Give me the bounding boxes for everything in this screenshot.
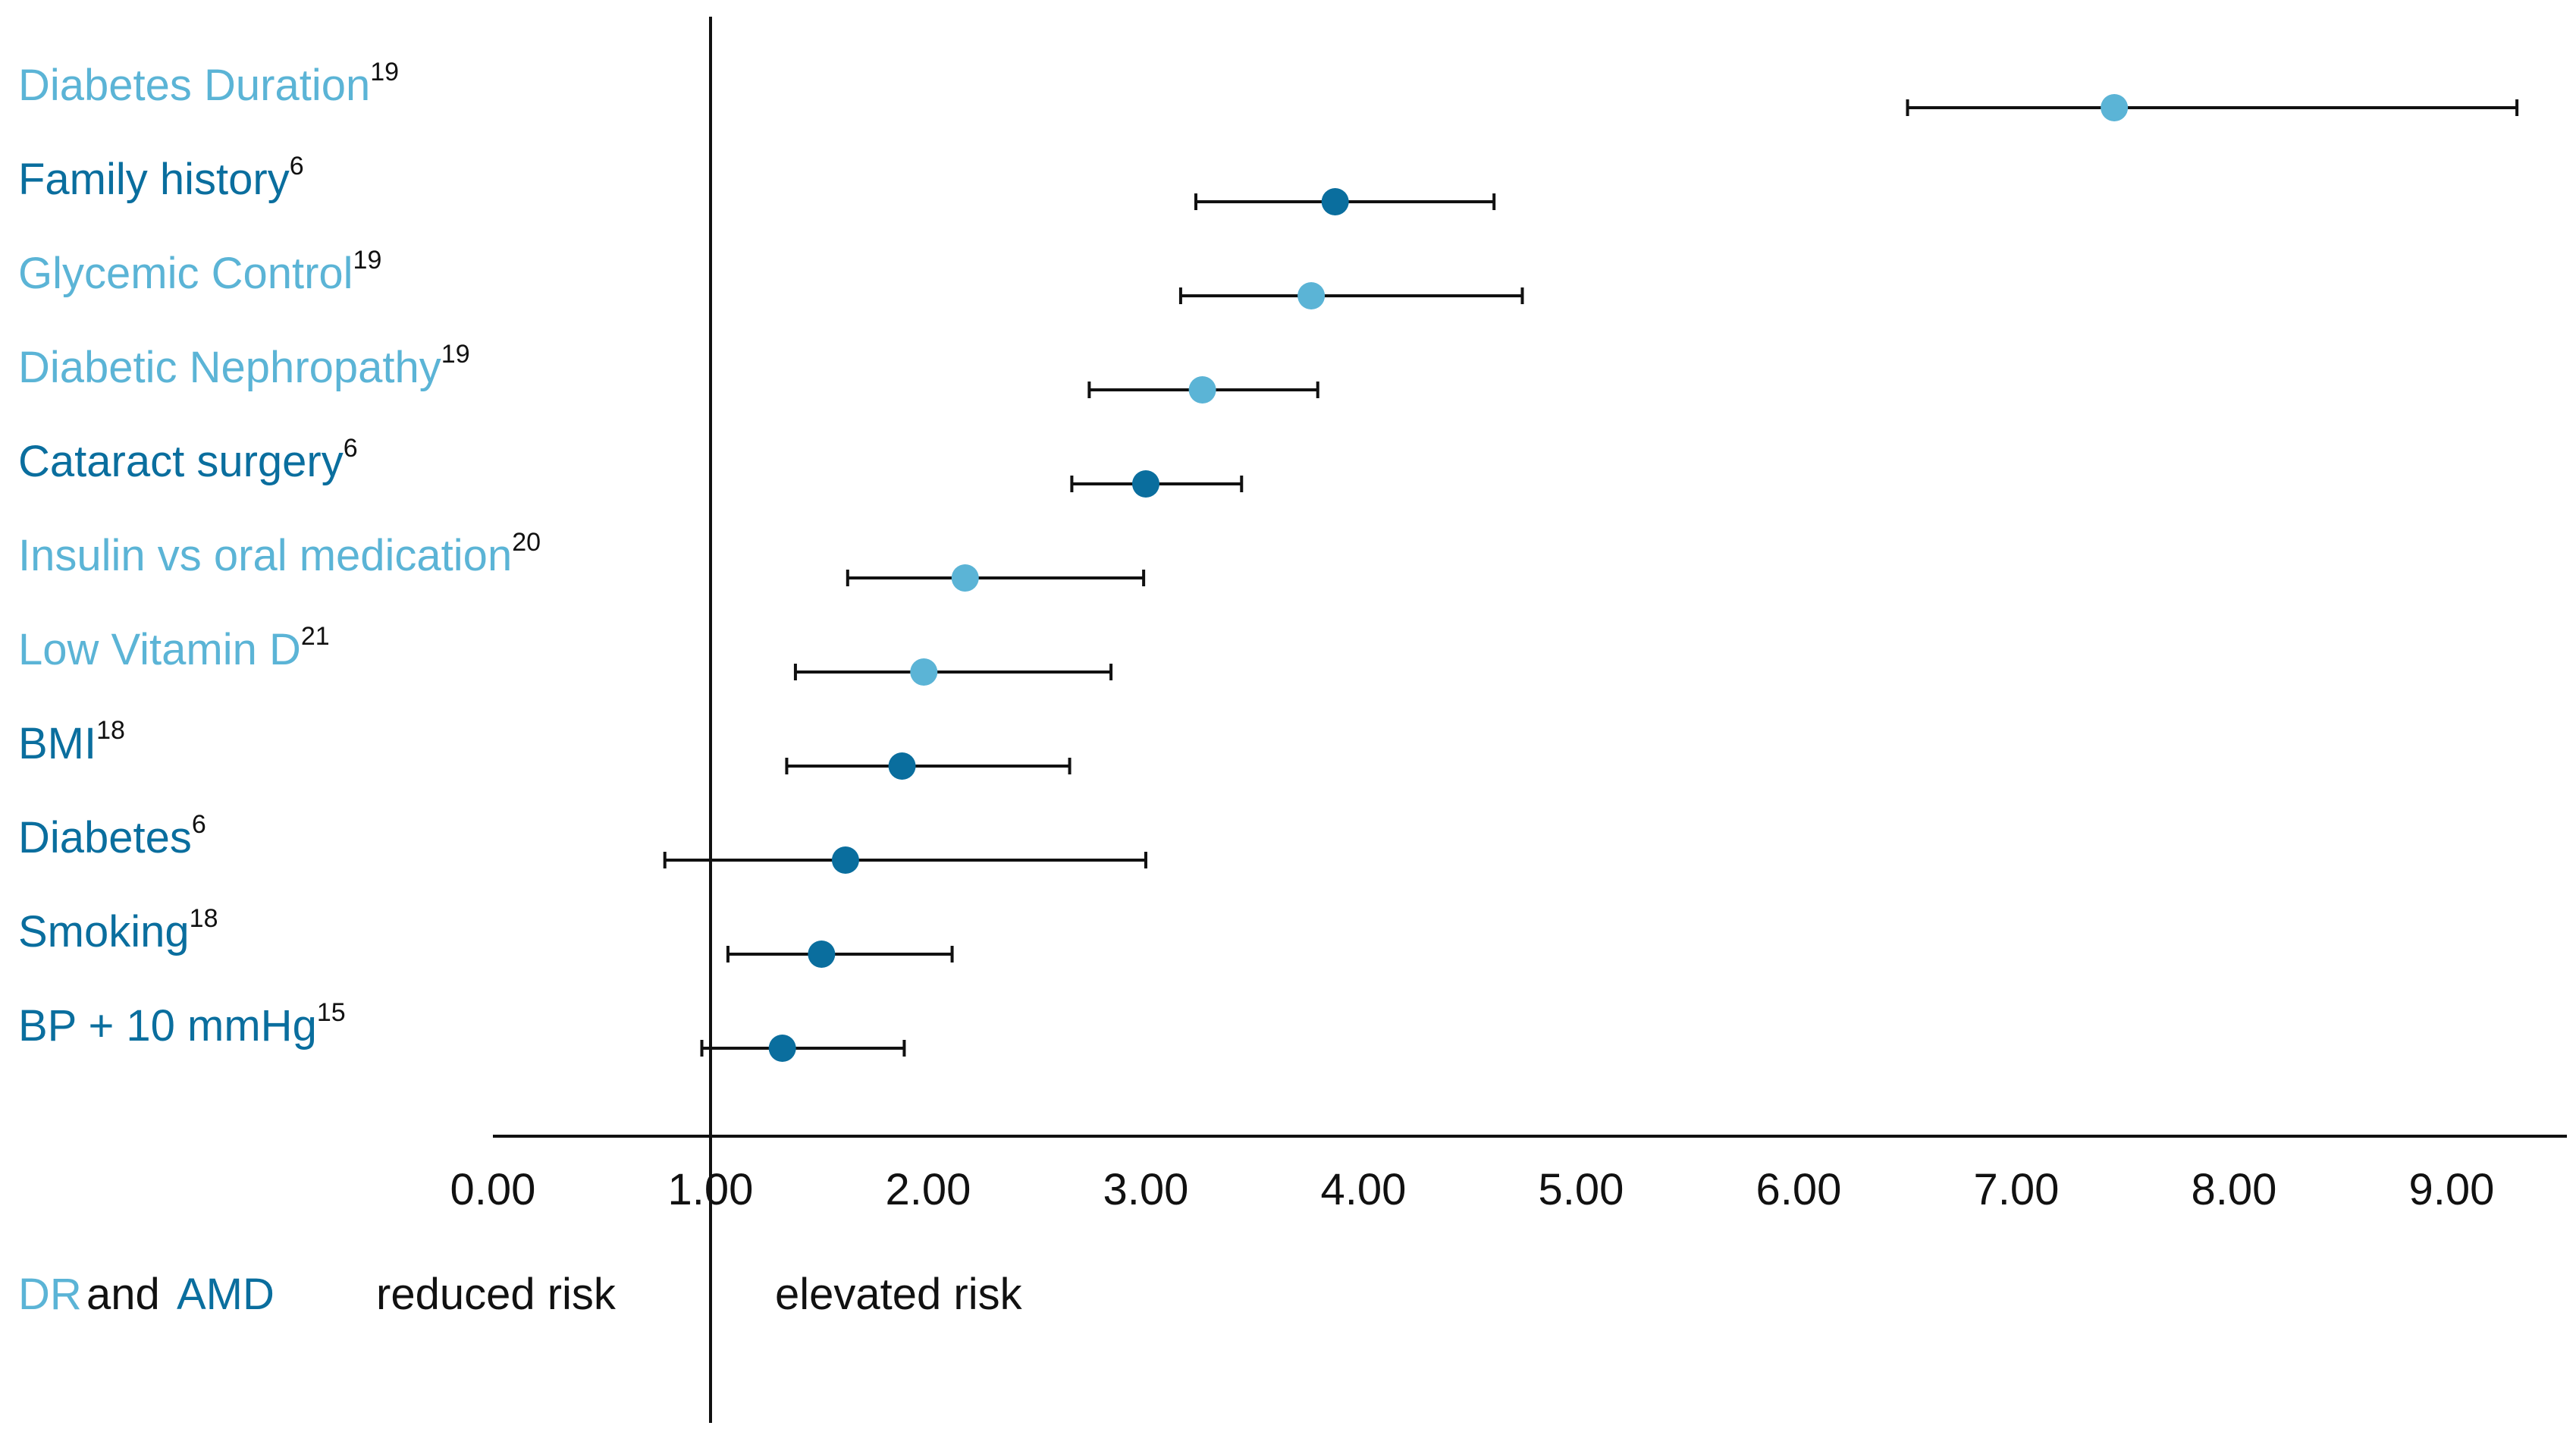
row-label-text: Diabetes Duration xyxy=(18,61,370,110)
point-estimate xyxy=(1188,376,1216,404)
row-label: Insulin vs oral medication20 xyxy=(18,528,541,580)
point-estimate xyxy=(831,846,859,874)
x-tick-label: 5.00 xyxy=(1539,1165,1624,1214)
legend-reduced-risk: reduced risk xyxy=(376,1270,617,1319)
row-label-ref: 6 xyxy=(192,810,206,839)
row-label: Low Vitamin D21 xyxy=(18,622,330,674)
forest-row: Family history6 xyxy=(18,152,1496,215)
forest-row: Glycemic Control19 xyxy=(18,246,1524,309)
row-label-text: BMI xyxy=(18,719,96,768)
row-label-text: Family history xyxy=(18,155,290,204)
point-estimate xyxy=(1321,188,1349,215)
forest-row: Low Vitamin D21 xyxy=(18,622,1113,686)
row-label-ref: 19 xyxy=(370,58,399,86)
forest-row: Smoking18 xyxy=(18,904,954,968)
x-tick-label: 7.00 xyxy=(1974,1165,2060,1214)
row-label: BMI18 xyxy=(18,716,125,768)
row-label-ref: 21 xyxy=(301,622,330,651)
forest-row: Cataract surgery6 xyxy=(18,434,1244,498)
row-label: Diabetes6 xyxy=(18,810,206,862)
row-label-text: Smoking xyxy=(18,907,190,956)
row-label-text: Cataract surgery xyxy=(18,437,344,486)
row-label: Smoking18 xyxy=(18,904,218,956)
row-label-text: Low Vitamin D xyxy=(18,625,301,674)
point-estimate xyxy=(1297,282,1326,309)
row-label: BP + 10 mmHg15 xyxy=(18,998,346,1050)
row-label-ref: 18 xyxy=(96,716,125,745)
x-tick-label: 1.00 xyxy=(668,1165,754,1214)
row-label-ref: 18 xyxy=(190,904,218,933)
row-label-text: Diabetic Nephropathy xyxy=(18,343,441,392)
x-tick-label: 9.00 xyxy=(2409,1165,2495,1214)
point-estimate xyxy=(768,1035,796,1062)
row-label-ref: 6 xyxy=(290,152,304,181)
row-label-ref: 6 xyxy=(344,434,358,463)
x-tick-label: 2.00 xyxy=(886,1165,971,1214)
point-estimate xyxy=(1132,470,1159,498)
forest-row: BMI18 xyxy=(18,716,1072,780)
forest-row: Diabetic Nephropathy19 xyxy=(18,340,1319,404)
legend-amd: AMD xyxy=(177,1270,275,1319)
row-label: Glycemic Control19 xyxy=(18,246,381,298)
point-estimate xyxy=(888,752,916,780)
legend-elevated-risk: elevated risk xyxy=(775,1270,1023,1319)
x-tick-label: 8.00 xyxy=(2192,1165,2277,1214)
x-tick-label: 4.00 xyxy=(1321,1165,1407,1214)
forest-row: BP + 10 mmHg15 xyxy=(18,998,906,1062)
legend: DR and AMD reduced risk elevated risk xyxy=(18,1270,1023,1319)
row-label-text: Glycemic Control xyxy=(18,249,353,298)
x-tick-label: 6.00 xyxy=(1756,1165,1842,1214)
row-label-ref: 19 xyxy=(441,340,470,369)
forest-row: Insulin vs oral medication20 xyxy=(18,528,1146,592)
row-label-ref: 19 xyxy=(353,246,382,275)
row-label: Cataract surgery6 xyxy=(18,434,358,486)
x-tick-label: 3.00 xyxy=(1103,1165,1189,1214)
point-estimate xyxy=(951,564,979,592)
x-axis-ticks: 0.00 1.00 2.00 3.00 4.00 5.00 6.00 7.00 8.00 9.00 xyxy=(450,1165,2495,1214)
row-label: Family history6 xyxy=(18,152,304,204)
point-estimate xyxy=(910,658,938,686)
point-estimate xyxy=(808,941,836,968)
row-label-text: Insulin vs oral medication xyxy=(18,531,512,580)
row-label-text: BP + 10 mmHg xyxy=(18,1001,317,1050)
forest-row: Diabetes6 xyxy=(18,810,1147,874)
row-label-ref: 15 xyxy=(317,998,346,1027)
legend-dr: DR xyxy=(18,1270,82,1319)
forest-row: Diabetes Duration19 xyxy=(18,58,2519,121)
row-label: Diabetic Nephropathy19 xyxy=(18,340,470,392)
row-label-ref: 20 xyxy=(512,528,541,557)
row-label-text: Diabetes xyxy=(18,813,192,862)
x-tick-label: 0.00 xyxy=(450,1165,536,1214)
legend-and: and xyxy=(86,1270,160,1319)
point-estimate xyxy=(2101,94,2129,121)
row-label: Diabetes Duration19 xyxy=(18,58,399,110)
